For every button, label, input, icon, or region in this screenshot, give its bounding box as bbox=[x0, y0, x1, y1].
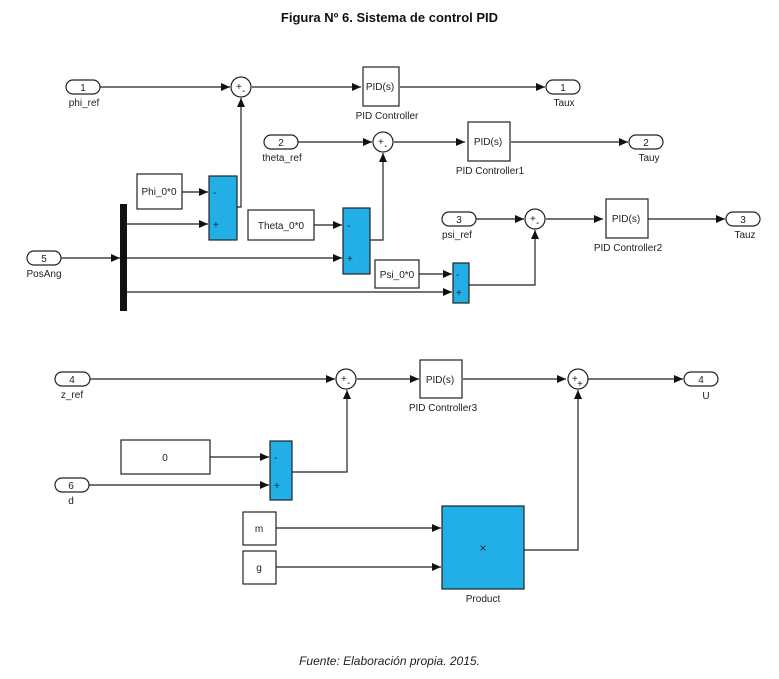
sum-sign: + bbox=[213, 220, 219, 231]
sum-rect-phi[interactable]: - + bbox=[208, 175, 238, 241]
signal-wires bbox=[61, 83, 725, 571]
constant-value: Psi_0*0 bbox=[380, 270, 415, 281]
outport-taux[interactable]: 1 Taux bbox=[545, 79, 581, 109]
wire bbox=[524, 390, 582, 551]
inport-z-ref[interactable]: 4 z_ref bbox=[54, 371, 91, 401]
inport-number: 3 bbox=[456, 215, 462, 226]
pid-block-text: PID(s) bbox=[366, 82, 394, 93]
sum-sign: + bbox=[530, 214, 536, 225]
inport-number: 1 bbox=[80, 83, 86, 94]
sum-sign: - bbox=[347, 221, 350, 232]
pid-block-label: PID Controller1 bbox=[456, 166, 525, 177]
sum-rect-z[interactable]: - + bbox=[269, 440, 293, 501]
sum-sign: + bbox=[577, 379, 583, 390]
pid-block-label: PID Controller3 bbox=[409, 403, 478, 414]
sum-circle-phi[interactable]: + - bbox=[230, 76, 252, 98]
figure-caption: Fuente: Elaboración propia. 2015. bbox=[299, 654, 480, 668]
inport-psi-ref[interactable]: 3 psi_ref bbox=[441, 211, 477, 241]
sum-sign: + bbox=[274, 481, 280, 492]
pid-controller-3[interactable]: PID(s) PID Controller3 bbox=[409, 359, 478, 414]
inport-number: 5 bbox=[41, 254, 47, 265]
inport-label: theta_ref bbox=[262, 153, 302, 164]
sum-sign: - bbox=[456, 270, 459, 281]
inport-label: d bbox=[68, 496, 74, 507]
outport-label: Tauz bbox=[734, 230, 755, 241]
sum-sign: - bbox=[384, 141, 387, 152]
constant-value: m bbox=[255, 524, 263, 535]
sum-sign: - bbox=[213, 188, 216, 199]
inport-label: phi_ref bbox=[69, 98, 100, 109]
inport-label: psi_ref bbox=[442, 230, 472, 241]
outport-u[interactable]: 4 U bbox=[683, 371, 719, 402]
constant-g[interactable]: g bbox=[242, 550, 277, 585]
inport-label: PosAng bbox=[26, 269, 61, 280]
constant-m[interactable]: m bbox=[242, 511, 277, 546]
outport-number: 2 bbox=[643, 138, 649, 149]
pid-block-label: PID Controller2 bbox=[594, 243, 663, 254]
pid-block-text: PID(s) bbox=[474, 137, 502, 148]
pid-controller-2[interactable]: PID(s) PID Controller2 bbox=[594, 198, 663, 254]
constant-psi0[interactable]: Psi_0*0 bbox=[374, 259, 420, 289]
sum-sign: - bbox=[536, 218, 539, 229]
pid-block-text: PID(s) bbox=[426, 375, 454, 386]
outport-number: 4 bbox=[698, 375, 704, 386]
constant-value: 0 bbox=[162, 453, 168, 464]
sum-circle-psi[interactable]: + - bbox=[524, 208, 546, 230]
sum-sign: - bbox=[347, 378, 350, 389]
outport-number: 3 bbox=[740, 215, 746, 226]
product-block[interactable]: × Product bbox=[441, 505, 525, 605]
sum-rect-theta[interactable]: - + bbox=[342, 207, 371, 275]
sum-sign: + bbox=[378, 137, 384, 148]
sum-circle-theta[interactable]: + - bbox=[372, 131, 394, 153]
product-symbol: × bbox=[479, 541, 486, 555]
constant-value: Theta_0*0 bbox=[258, 221, 305, 232]
constant-value: g bbox=[256, 563, 262, 574]
inport-phi-ref[interactable]: 1 phi_ref bbox=[65, 79, 101, 109]
constant-value: Phi_0*0 bbox=[141, 187, 176, 198]
sum-circle-u[interactable]: + + bbox=[567, 368, 589, 390]
sum-sign: + bbox=[347, 254, 353, 265]
wire bbox=[469, 230, 539, 286]
outport-label: Tauy bbox=[638, 153, 659, 164]
inport-number: 6 bbox=[68, 481, 74, 492]
pid-controller-1[interactable]: PID(s) PID Controller1 bbox=[456, 121, 525, 177]
sum-sign: + bbox=[341, 374, 347, 385]
outport-label: Taux bbox=[553, 98, 574, 109]
constant-phi0[interactable]: Phi_0*0 bbox=[136, 173, 183, 210]
pid-controller-0[interactable]: PID(s) PID Controller bbox=[356, 66, 419, 122]
demux-bar[interactable] bbox=[120, 204, 127, 311]
inport-theta-ref[interactable]: 2 theta_ref bbox=[262, 134, 302, 164]
outport-tauy[interactable]: 2 Tauy bbox=[628, 134, 664, 164]
sum-sign: + bbox=[456, 288, 462, 299]
sum-rect-psi[interactable]: - + bbox=[452, 262, 470, 304]
sum-sign: - bbox=[274, 453, 277, 464]
wire bbox=[292, 390, 351, 473]
pid-block-text: PID(s) bbox=[612, 214, 640, 225]
sum-sign: + bbox=[236, 82, 242, 93]
wire bbox=[237, 98, 245, 208]
inport-number: 2 bbox=[278, 138, 284, 149]
inport-number: 4 bbox=[69, 375, 75, 386]
figure-title: Figura Nº 6. Sistema de control PID bbox=[280, 10, 499, 25]
sum-circle-z[interactable]: + - bbox=[335, 368, 357, 390]
wire bbox=[370, 153, 387, 241]
constant-zero[interactable]: 0 bbox=[120, 439, 211, 475]
constant-theta0[interactable]: Theta_0*0 bbox=[247, 209, 315, 241]
sum-sign: + bbox=[572, 374, 578, 385]
outport-label: U bbox=[702, 391, 709, 402]
inport-posang[interactable]: 5 PosAng bbox=[26, 250, 62, 280]
inport-d[interactable]: 6 d bbox=[54, 477, 90, 507]
sum-sign: - bbox=[242, 86, 245, 97]
outport-number: 1 bbox=[560, 83, 566, 94]
outport-tauz[interactable]: 3 Tauz bbox=[725, 211, 761, 241]
inport-label: z_ref bbox=[61, 390, 83, 401]
pid-block-label: PID Controller bbox=[356, 111, 419, 122]
product-label: Product bbox=[466, 594, 501, 605]
